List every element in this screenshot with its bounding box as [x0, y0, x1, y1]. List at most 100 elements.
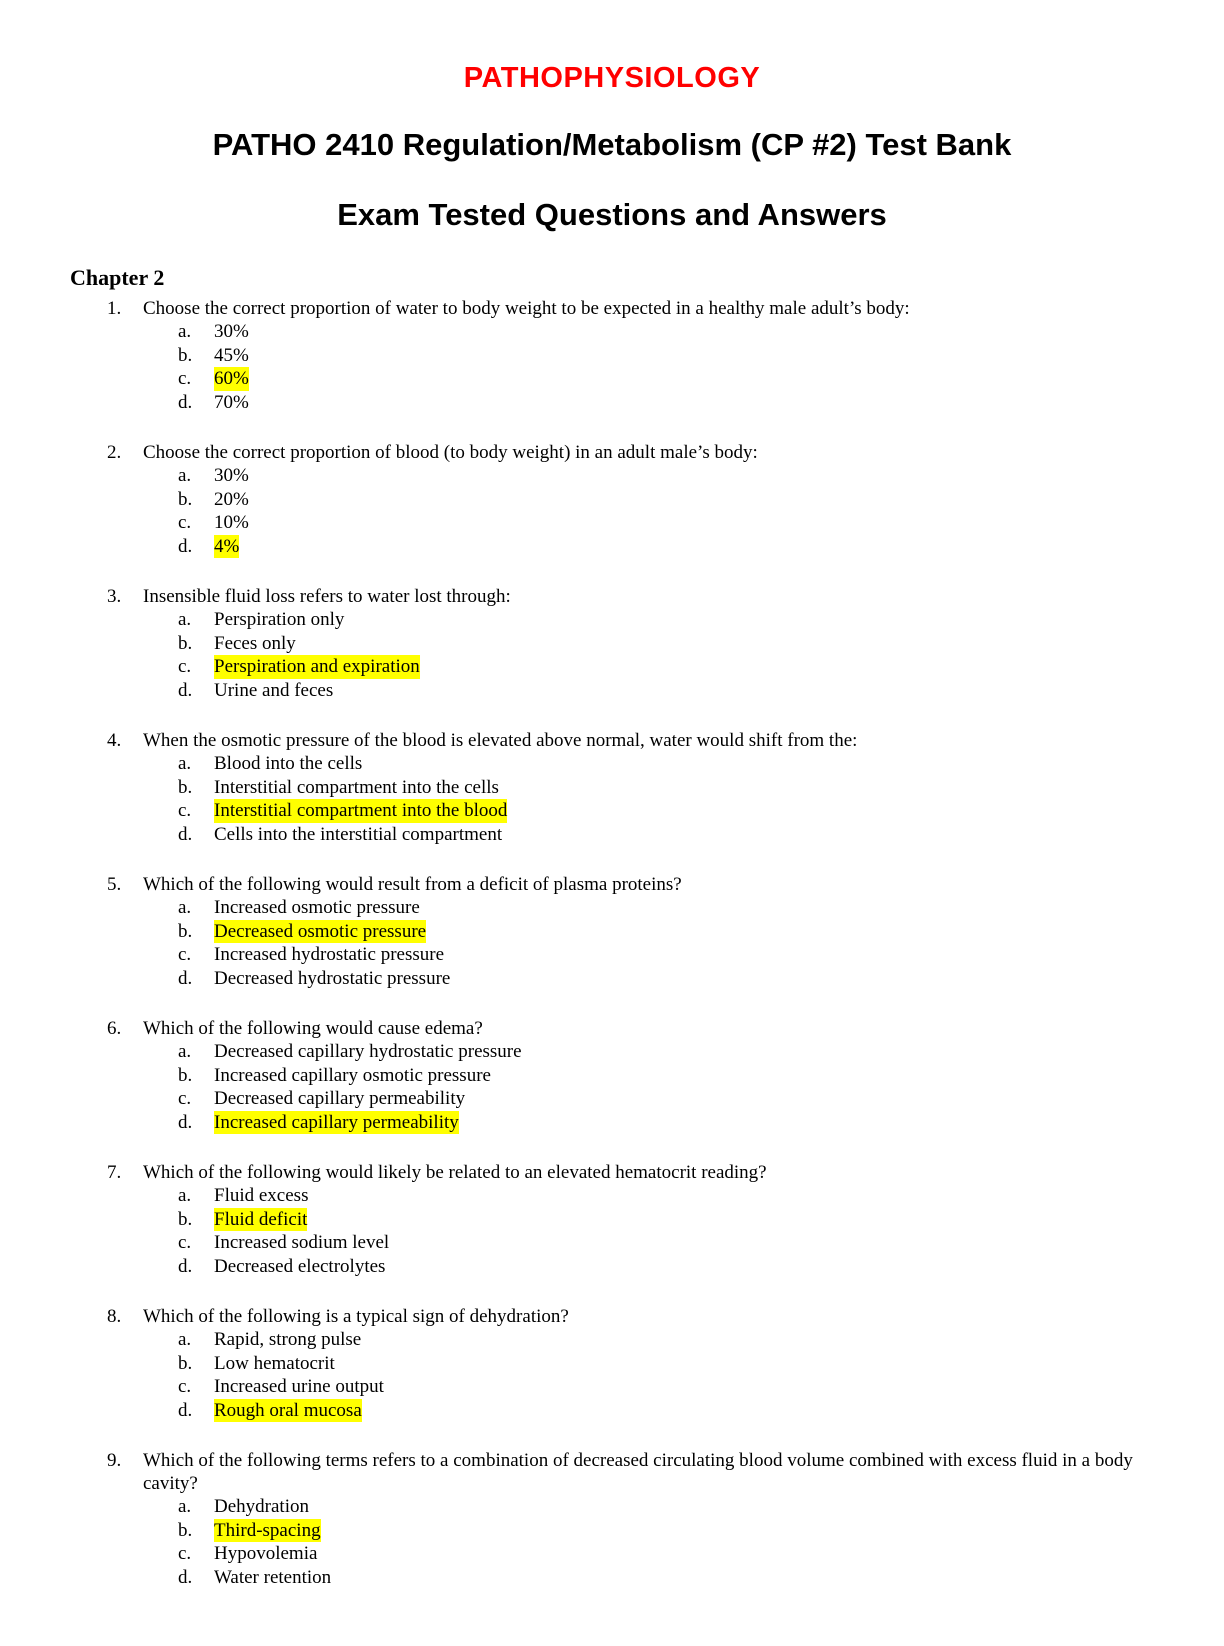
option-item: a. Dehydration [178, 1495, 1154, 1519]
option-item: a.30% [178, 320, 1154, 344]
option-item: c.Decreased capillary permeability [178, 1087, 1154, 1111]
question-row: 2.Choose the correct proportion of blood… [107, 441, 1154, 464]
option-letter: a. [178, 465, 192, 486]
option-item: b.Interstitial compartment into the cell… [178, 776, 1154, 800]
option-letter: b. [178, 776, 193, 798]
option-letter: d. [178, 1399, 193, 1421]
option-text: Decreased capillary hydrostatic pressure [214, 1041, 522, 1062]
option-letter: a. [178, 1329, 192, 1350]
option-item: a. Increased osmotic pressure [178, 896, 1154, 920]
option-text: Fluid excess [214, 1185, 309, 1206]
option-text: Feces only [214, 632, 296, 654]
option-text-correct-answer: Third-spacing [214, 1518, 321, 1542]
option-text: 45% [214, 344, 249, 366]
option-text-correct-answer: Decreased osmotic pressure [214, 919, 427, 943]
option-item: c.Perspiration and expiration [178, 655, 1154, 679]
option-item: d. 4% [178, 534, 1154, 558]
option-item: a.Fluid excess [178, 1184, 1154, 1208]
question-row: 6.Which of the following would cause ede… [107, 1017, 1154, 1040]
option-letter: a. [178, 321, 192, 342]
option-text: Increased osmotic pressure [214, 897, 420, 918]
option-item: c. 60% [178, 367, 1154, 391]
option-text: Rapid, strong pulse [214, 1329, 362, 1350]
option-text: Decreased hydrostatic pressure [214, 967, 451, 989]
option-letter: c. [178, 1232, 192, 1253]
option-letter: d. [178, 391, 193, 413]
option-letter: d. [178, 535, 193, 557]
option-item: a.Perspiration only [178, 608, 1154, 632]
option-text: Decreased electrolytes [214, 1255, 386, 1277]
option-text: 30% [214, 465, 249, 486]
option-text: Blood into the cells [214, 753, 363, 774]
option-item: c.Increased sodium level [178, 1231, 1154, 1255]
option-item: d.Rough oral mucosa [178, 1398, 1154, 1422]
option-item: d. 70% [178, 391, 1154, 415]
option-letter: b. [178, 1519, 193, 1541]
option-text-correct-answer: 60% [214, 367, 249, 391]
option-text: Dehydration [214, 1496, 309, 1517]
chapter-heading: Chapter 2 [70, 265, 165, 290]
option-letter: b. [178, 344, 193, 366]
option-item: d.Decreased hydrostatic pressure [178, 967, 1154, 991]
option-item: d.Increased capillary permeability [178, 1110, 1154, 1134]
option-letter: d. [178, 1255, 193, 1277]
option-letter: d. [178, 1111, 193, 1133]
options-list: a. 30%b.20%c.10%d. 4% [178, 464, 1154, 558]
question-text: When the osmotic pressure of the blood i… [143, 730, 858, 751]
option-letter: a. [178, 1041, 192, 1062]
option-item: b.Decreased osmotic pressure [178, 919, 1154, 943]
question-row: 7.Which of the following would likely be… [107, 1161, 1154, 1184]
option-letter: d. [178, 823, 193, 845]
option-letter: d. [178, 679, 193, 701]
option-letter: c. [178, 512, 192, 533]
option-item: b.Increased capillary osmotic pressure [178, 1064, 1154, 1088]
question-item: 2.Choose the correct proportion of blood… [107, 441, 1154, 558]
document-title-main: PATHO 2410 Regulation/Metabolism (CP #2)… [212, 127, 1012, 162]
question-item: 4. When the osmotic pressure of the blood… [107, 729, 1154, 846]
question-number: 7. [107, 1162, 122, 1183]
option-text: Low hematocrit [214, 1352, 335, 1374]
document-title-red: PATHOPHYSIOLOGY [463, 62, 761, 94]
option-letter: a. [178, 897, 192, 918]
option-text: Cells into the interstitial compartment [214, 823, 503, 845]
question-number: 4. [107, 730, 122, 751]
option-item: c.10% [178, 511, 1154, 535]
question-row: 8.Which of the following is a typical si… [107, 1305, 1154, 1328]
option-text: 70% [214, 391, 249, 413]
question-text: Which of the following is a typical sign… [143, 1306, 569, 1327]
option-letter: c. [178, 1543, 192, 1564]
option-text: Water retention [214, 1566, 332, 1588]
options-list: a. Decreased capillary hydrostatic pressu… [178, 1040, 1154, 1134]
question-number: 1. [107, 298, 122, 319]
option-item: b.Fluid deficit [178, 1207, 1154, 1231]
option-letter: c. [178, 1088, 192, 1109]
option-item: b. 45% [178, 344, 1154, 368]
question-item: 3.Insensible fluid loss refers to water … [107, 585, 1154, 702]
option-item: b.20% [178, 488, 1154, 512]
question-text: Choose the correct proportion of water t… [143, 298, 910, 319]
option-text: Increased urine output [214, 1376, 384, 1397]
question-number: 2. [107, 442, 122, 463]
option-letter: a. [178, 1496, 192, 1517]
option-letter: a. [178, 753, 192, 774]
question-number: 3. [107, 586, 122, 607]
option-text: Hypovolemia [214, 1543, 318, 1564]
option-text: Increased capillary osmotic pressure [214, 1064, 491, 1086]
option-letter: c. [178, 944, 192, 965]
question-item: 5.Which of the following would result fr… [107, 873, 1154, 990]
option-item: a. 30% [178, 464, 1154, 488]
question-item: 9.Which of the following terms refers to… [107, 1449, 1154, 1589]
option-letter: c. [178, 368, 192, 389]
document-title-sub: Exam Tested Questions and Answers [337, 197, 887, 232]
question-number: 5. [107, 874, 122, 895]
option-text-correct-answer: 4% [214, 534, 240, 558]
option-text: Perspiration only [214, 609, 345, 630]
option-letter: b. [178, 1352, 193, 1374]
option-text: 20% [214, 488, 249, 510]
